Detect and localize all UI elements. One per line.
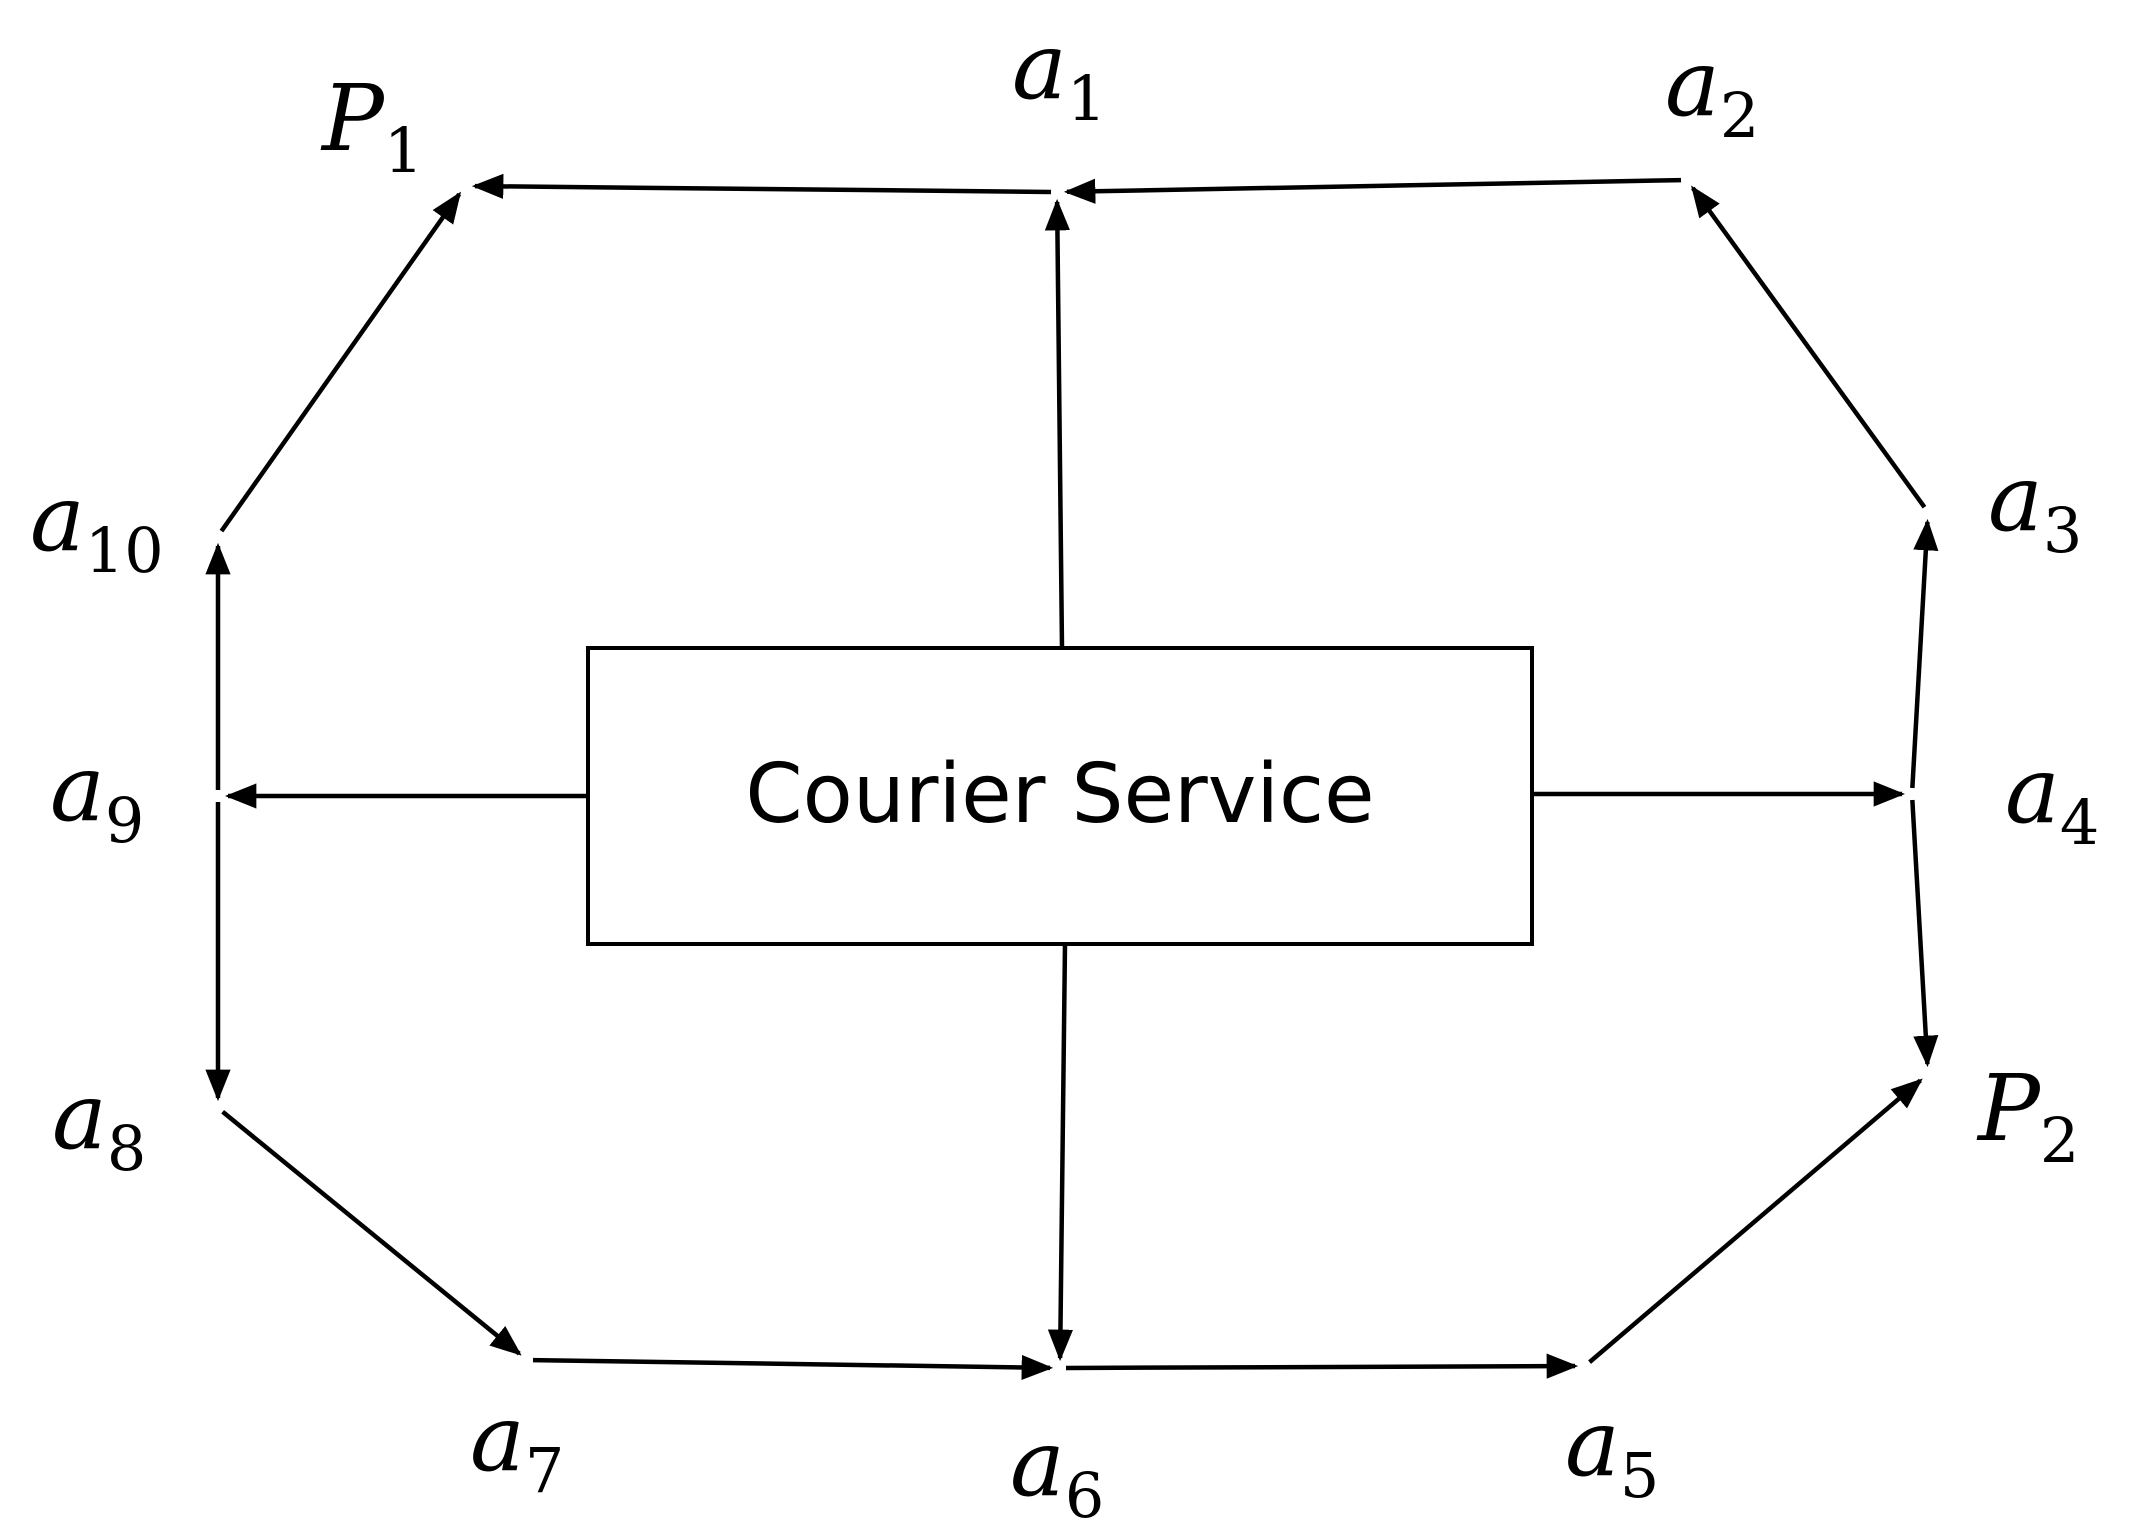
edge-a4-to-a3	[1910, 518, 1939, 789]
edge-courier-service-to-a6	[1047, 943, 1074, 1362]
courier-service-label: Courier Service	[745, 747, 1374, 842]
edge-a8-to-a7	[221, 1110, 522, 1356]
edge-a1-to-p1	[471, 173, 1052, 199]
courier-service-box	[586, 646, 1534, 946]
edge-a2-to-a1	[1063, 177, 1682, 204]
edge-a10-to-p1	[219, 191, 462, 533]
edge-a7-to-a6	[532, 1354, 1054, 1381]
node-label-p1: P1	[320, 65, 423, 187]
node-label-a3: a3	[1988, 445, 2082, 567]
edge-a3-to-a2	[1691, 185, 1927, 509]
node-label-a1: a1	[1012, 13, 1106, 135]
node-label-a4: a4	[2005, 737, 2099, 859]
node-label-a8: a8	[52, 1063, 146, 1185]
node-label-a2: a2	[1665, 30, 1759, 152]
edge-a6-to-a5	[1065, 1353, 1579, 1379]
edge-a5-to-p2	[1588, 1078, 1923, 1364]
edges	[205, 173, 1939, 1381]
edge-a4-to-p2	[1910, 799, 1939, 1068]
node-label-a9: a9	[50, 735, 144, 857]
node-label-a6: a6	[1010, 1410, 1104, 1529]
node-label-a10: a10	[30, 465, 164, 587]
edge-courier-service-to-a1	[1044, 198, 1071, 649]
node-label-p2: P2	[1976, 1055, 2079, 1177]
node-label-a7: a7	[470, 1385, 564, 1507]
node-label-a5: a5	[1565, 1390, 1659, 1512]
